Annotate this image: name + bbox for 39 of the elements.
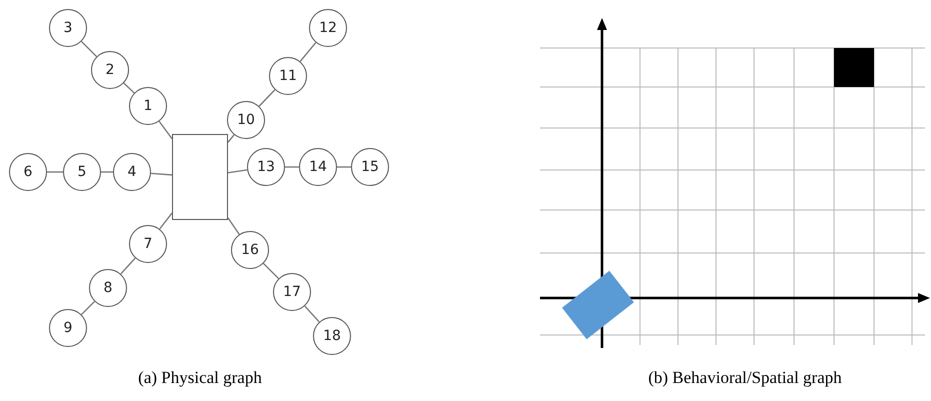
circle-node: 13 <box>247 148 285 186</box>
connector-line <box>150 172 172 176</box>
connector-line <box>80 40 98 58</box>
connector-line <box>123 82 135 94</box>
connector-line <box>304 306 320 322</box>
connector-line <box>80 300 96 316</box>
connector-line <box>258 89 276 107</box>
circle-node: 5 <box>63 153 101 191</box>
circle-node: 9 <box>49 309 87 347</box>
connector-line <box>228 169 248 174</box>
circle-node: 7 <box>129 225 167 263</box>
circle-node: 10 <box>227 101 265 139</box>
connector-line <box>101 171 113 173</box>
connector-line <box>337 166 351 168</box>
circle-node: 18 <box>313 317 351 355</box>
connector-line <box>47 171 63 173</box>
connector-line <box>228 134 235 143</box>
circle-node: 1 <box>129 87 167 125</box>
circle-node: 14 <box>299 148 337 186</box>
circle-node: 4 <box>113 153 151 191</box>
subfigure-caption: (a) Physical graph <box>138 368 262 388</box>
circle-node: 11 <box>269 57 307 95</box>
circle-node: 16 <box>231 231 269 269</box>
circle-node: 6 <box>9 153 47 191</box>
circle-node: 8 <box>89 269 127 307</box>
connector-line <box>159 212 173 230</box>
circle-node: 12 <box>309 9 347 47</box>
connector-line <box>300 42 316 62</box>
circle-node: 2 <box>91 51 129 89</box>
circle-node: 3 <box>49 9 87 47</box>
circle-node: 15 <box>351 148 389 186</box>
connector-line <box>227 218 240 235</box>
rectangle-node <box>172 134 228 220</box>
subfigure-caption: (b) Behavioral/Spatial graph <box>648 368 842 388</box>
connector-line <box>158 120 173 140</box>
connector-line <box>285 166 299 168</box>
connector-line <box>262 262 280 280</box>
connector-line <box>120 258 136 274</box>
circle-node: 17 <box>273 273 311 311</box>
